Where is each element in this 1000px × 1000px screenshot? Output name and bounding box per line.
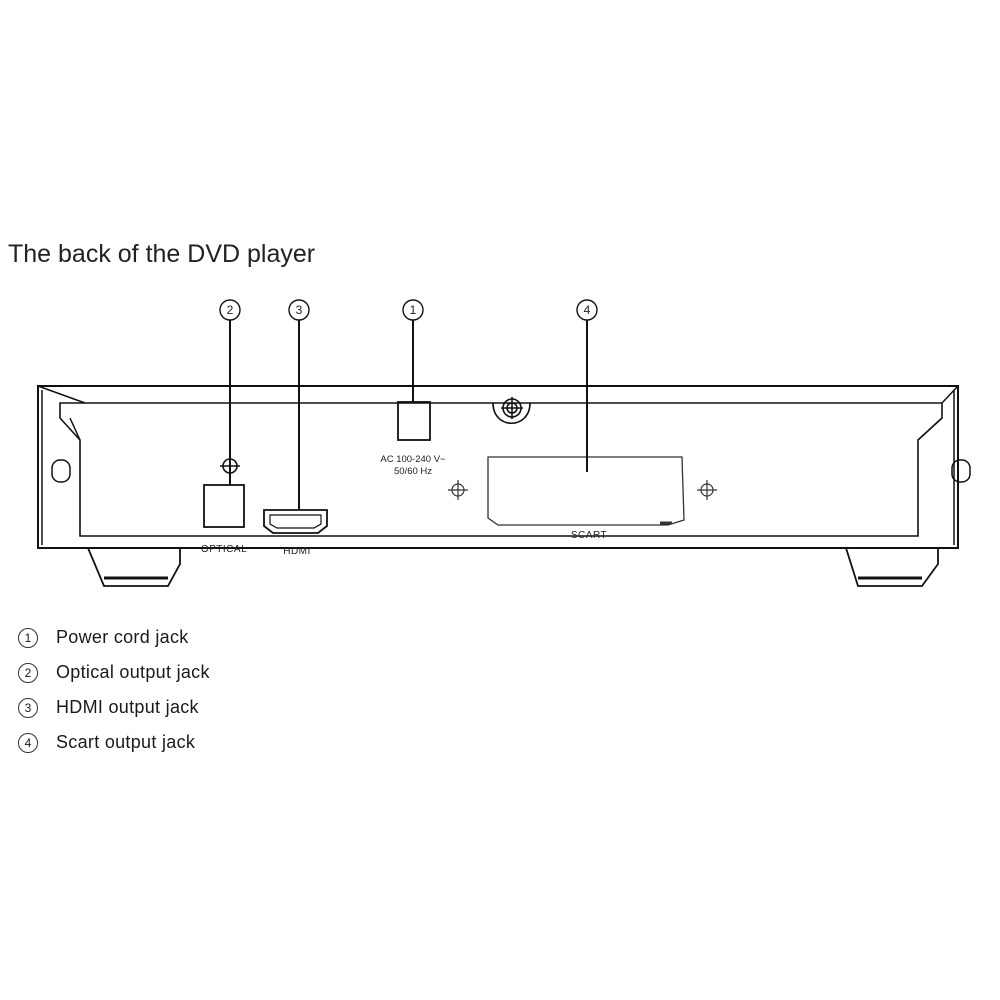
power-label-line1: AC 100-240 V~ [380, 454, 446, 465]
scart-label: SCART [571, 530, 607, 541]
callout-optical-number: 2 [227, 303, 234, 317]
legend-text: Power cord jack [56, 627, 189, 647]
left-bevel [37, 385, 86, 545]
callout-hdmi-number: 3 [296, 303, 303, 317]
scart-right-screw-icon [697, 480, 717, 500]
chassis-outline [37, 385, 959, 549]
right-foot [845, 547, 939, 587]
hdmi-label: HDMI [283, 546, 311, 557]
optical-label: OPTICAL [201, 544, 247, 555]
hdmi-port [263, 509, 328, 534]
legend-item: 4 Scart output jack [18, 725, 418, 760]
legend-text: HDMI output jack [56, 697, 199, 717]
scart-port [487, 456, 685, 526]
power-port [397, 401, 431, 441]
callout-optical [219, 299, 241, 321]
callout-power [402, 299, 424, 321]
legend-text: Optical output jack [56, 662, 210, 682]
right-side-slot [951, 459, 971, 483]
legend-number: 1 [18, 627, 38, 648]
scart-left-screw-icon [448, 480, 468, 500]
optical-port [203, 484, 245, 528]
legend-item: 2 Optical output jack [18, 655, 418, 690]
power-label-line2: 50/60 Hz [394, 466, 432, 477]
callout-power-number: 1 [410, 303, 417, 317]
legend-number: 2 [18, 662, 38, 683]
legend-number: 4 [18, 732, 38, 753]
left-side-slot [51, 459, 71, 483]
callout-scart-number: 4 [584, 303, 591, 317]
callout-scart [576, 299, 598, 321]
legend-text: Scart output jack [56, 732, 196, 752]
diagram-title: The back of the DVD player [8, 240, 316, 268]
legend-item: 1 Power cord jack [18, 620, 418, 655]
legend-number: 3 [18, 697, 38, 718]
legend: 1 Power cord jack 2 Optical output jack … [18, 620, 418, 760]
left-foot [87, 547, 181, 587]
callout-hdmi [288, 299, 310, 321]
inner-panel [59, 402, 943, 537]
legend-item: 3 HDMI output jack [18, 690, 418, 725]
center-screw-icon [501, 397, 523, 419]
right-bevel [917, 385, 959, 545]
